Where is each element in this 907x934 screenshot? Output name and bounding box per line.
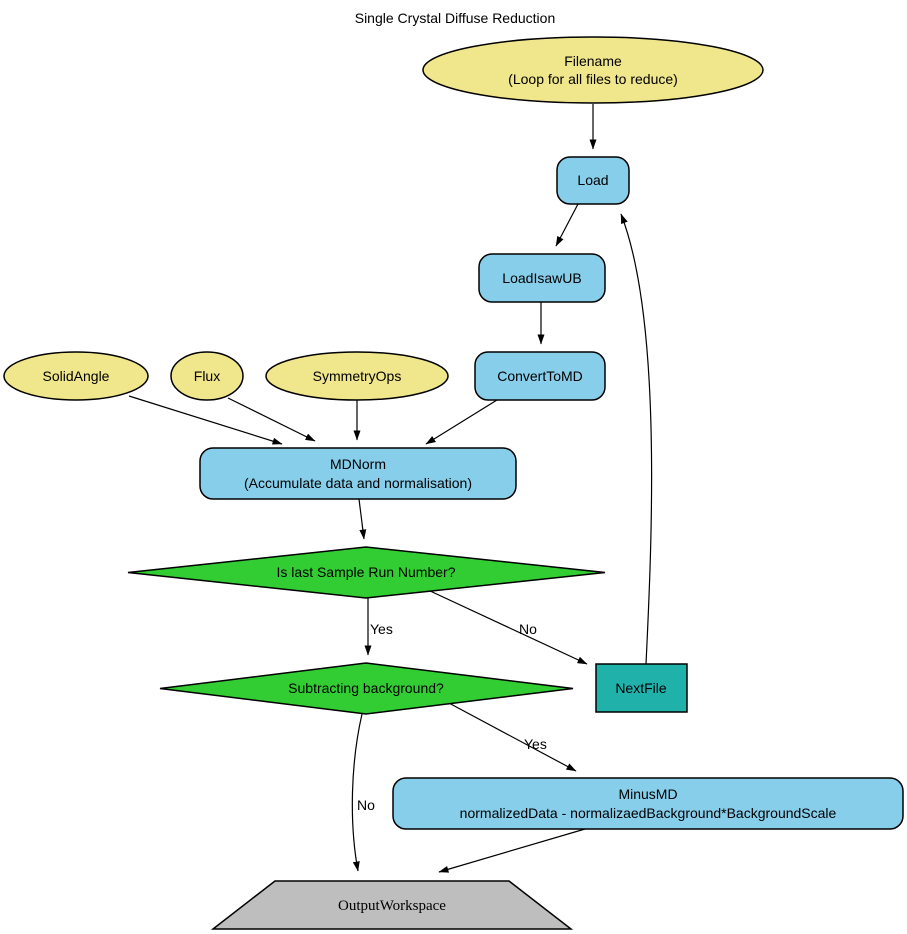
node-load-isaw-ub-label: LoadIsawUB [502,270,581,286]
edge-label-yes-1: Yes [370,621,393,637]
edge-subtractbg-minusmd-yes [446,701,577,772]
edges [128,104,653,873]
edge-label-yes-2: Yes [524,736,547,752]
node-md-norm-line2: (Accumulate data and normalisation) [244,475,472,491]
node-symmetry-ops: SymmetryOps [265,351,449,401]
edge-nextfile-load [620,213,653,665]
node-is-last-run-decision: Is last Sample Run Number? [127,546,606,599]
node-output-workspace: OutputWorkspace [210,880,574,930]
node-convert-to-md: ConvertToMD [474,351,606,401]
edge-label-no-1: No [519,621,537,637]
edge-labels: Yes No Yes No [357,621,547,813]
node-minus-md: MinusMD normalizedData - normalizaedBack… [392,777,904,830]
node-load-isaw-ub: LoadIsawUB [478,253,606,303]
node-next-file-label: NextFile [615,680,667,696]
node-flux: Flux [170,351,244,401]
diagram-title: Single Crystal Diffuse Reduction [355,10,556,26]
edge-label-no-2: No [357,797,375,813]
edge-converttomd-mdnorm [425,399,498,445]
edge-solidangle-mdnorm [128,395,283,445]
edge-minusmd-output [438,828,586,873]
node-load-label: Load [577,172,608,188]
edge-islastrun-nextfile-no [427,589,588,665]
node-subtracting-background-label: Subtracting background? [288,680,444,696]
node-flux-label: Flux [194,368,220,384]
node-convert-to-md-label: ConvertToMD [497,368,583,384]
node-subtracting-background-decision: Subtracting background? [159,662,574,715]
node-filename-line2: (Loop for all files to reduce) [508,71,678,87]
node-filename-line1: Filename [564,53,622,69]
edge-mdnorm-islastrun [358,498,367,540]
node-minus-md-line1: MinusMD [618,786,677,802]
node-next-file: NextFile [595,663,688,713]
node-solid-angle-label: SolidAngle [43,368,110,384]
node-output-workspace-label: OutputWorkspace [338,898,446,914]
edge-load-loadisawub [555,203,579,247]
node-md-norm: MDNorm (Accumulate data and normalisatio… [199,447,517,500]
edge-flux-mdnorm [227,397,316,442]
node-md-norm-line1: MDNorm [330,456,386,472]
node-minus-md-line2: normalizedData - normalizaedBackground*B… [460,805,837,821]
node-filename: Filename (Loop for all files to reduce) [422,36,764,104]
node-solid-angle: SolidAngle [3,351,149,401]
node-is-last-run-label: Is last Sample Run Number? [277,564,456,580]
node-symmetry-ops-label: SymmetryOps [313,368,402,384]
node-load: Load [556,156,630,205]
edge-subtractbg-output-no [351,713,363,872]
